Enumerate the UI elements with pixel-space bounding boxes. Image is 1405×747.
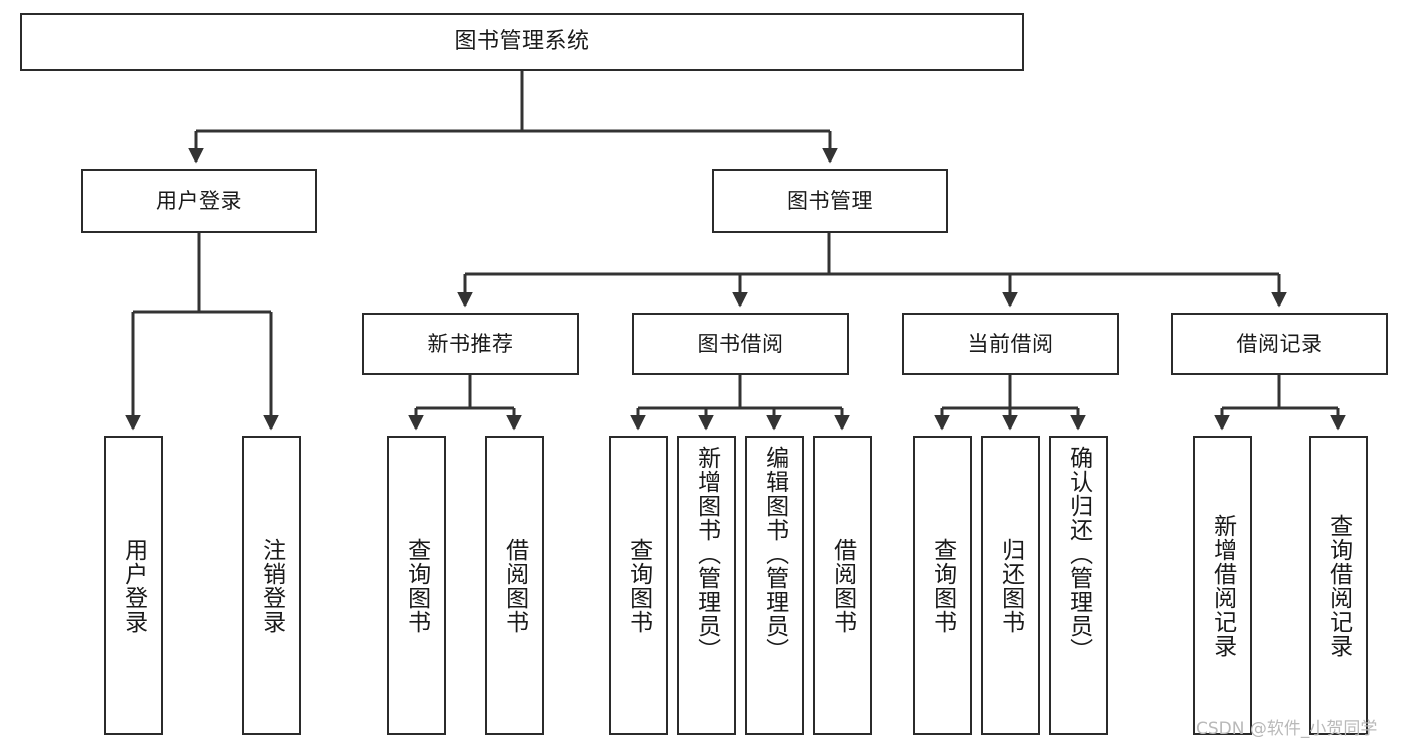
- node-label: 新增借阅记录: [1209, 513, 1236, 658]
- node-book-borrow[interactable]: 图书借阅: [632, 313, 849, 375]
- leaf-query-book-borrow[interactable]: 查询图书: [609, 436, 668, 735]
- node-label: 查询图书: [625, 537, 652, 634]
- node-label: 图书借阅: [697, 331, 784, 356]
- leaf-query-borrow-record[interactable]: 查询借阅记录: [1309, 436, 1368, 735]
- node-root-book-management-system[interactable]: 图书管理系统: [20, 13, 1024, 71]
- node-new-book-recommend[interactable]: 新书推荐: [362, 313, 579, 375]
- node-label: 新书推荐: [427, 331, 514, 356]
- leaf-edit-book-admin[interactable]: 编辑图书（管理员）: [745, 436, 804, 735]
- node-book-management[interactable]: 图书管理: [712, 169, 948, 233]
- node-label: 借阅记录: [1236, 331, 1323, 356]
- node-label: 用户登录: [120, 537, 147, 634]
- leaf-add-borrow-record[interactable]: 新增借阅记录: [1193, 436, 1252, 735]
- node-label: 查询图书: [403, 537, 430, 634]
- leaf-borrow-book-borrow[interactable]: 借阅图书: [813, 436, 872, 735]
- node-user-login[interactable]: 用户登录: [81, 169, 317, 233]
- node-current-borrow[interactable]: 当前借阅: [902, 313, 1119, 375]
- leaf-borrow-book-recommend[interactable]: 借阅图书: [485, 436, 544, 735]
- node-label: 新增图书（管理员）: [693, 446, 720, 662]
- node-borrow-record[interactable]: 借阅记录: [1171, 313, 1388, 375]
- csdn-watermark: CSDN @软件_小贺同学: [1196, 719, 1378, 739]
- node-label: 确认归还（管理员）: [1065, 446, 1092, 662]
- leaf-logout-login[interactable]: 注销登录: [242, 436, 301, 735]
- node-label: 图书管理: [787, 188, 873, 213]
- node-label: 归还图书: [997, 537, 1024, 634]
- node-label: 查询借阅记录: [1325, 513, 1352, 658]
- leaf-add-book-admin[interactable]: 新增图书（管理员）: [677, 436, 736, 735]
- node-label: 借阅图书: [501, 537, 528, 634]
- node-label: 查询图书: [929, 537, 956, 634]
- leaf-confirm-return-admin[interactable]: 确认归还（管理员）: [1049, 436, 1108, 735]
- node-label: 编辑图书（管理员）: [761, 446, 788, 662]
- node-label: 借阅图书: [829, 537, 856, 634]
- node-label: 注销登录: [258, 537, 285, 634]
- leaf-return-book[interactable]: 归还图书: [981, 436, 1040, 735]
- node-label: 当前借阅: [967, 331, 1054, 356]
- leaf-query-book-current[interactable]: 查询图书: [913, 436, 972, 735]
- leaf-user-login[interactable]: 用户登录: [104, 436, 163, 735]
- node-label: 图书管理系统: [454, 29, 590, 55]
- node-label: 用户登录: [156, 188, 242, 213]
- leaf-query-book-recommend[interactable]: 查询图书: [387, 436, 446, 735]
